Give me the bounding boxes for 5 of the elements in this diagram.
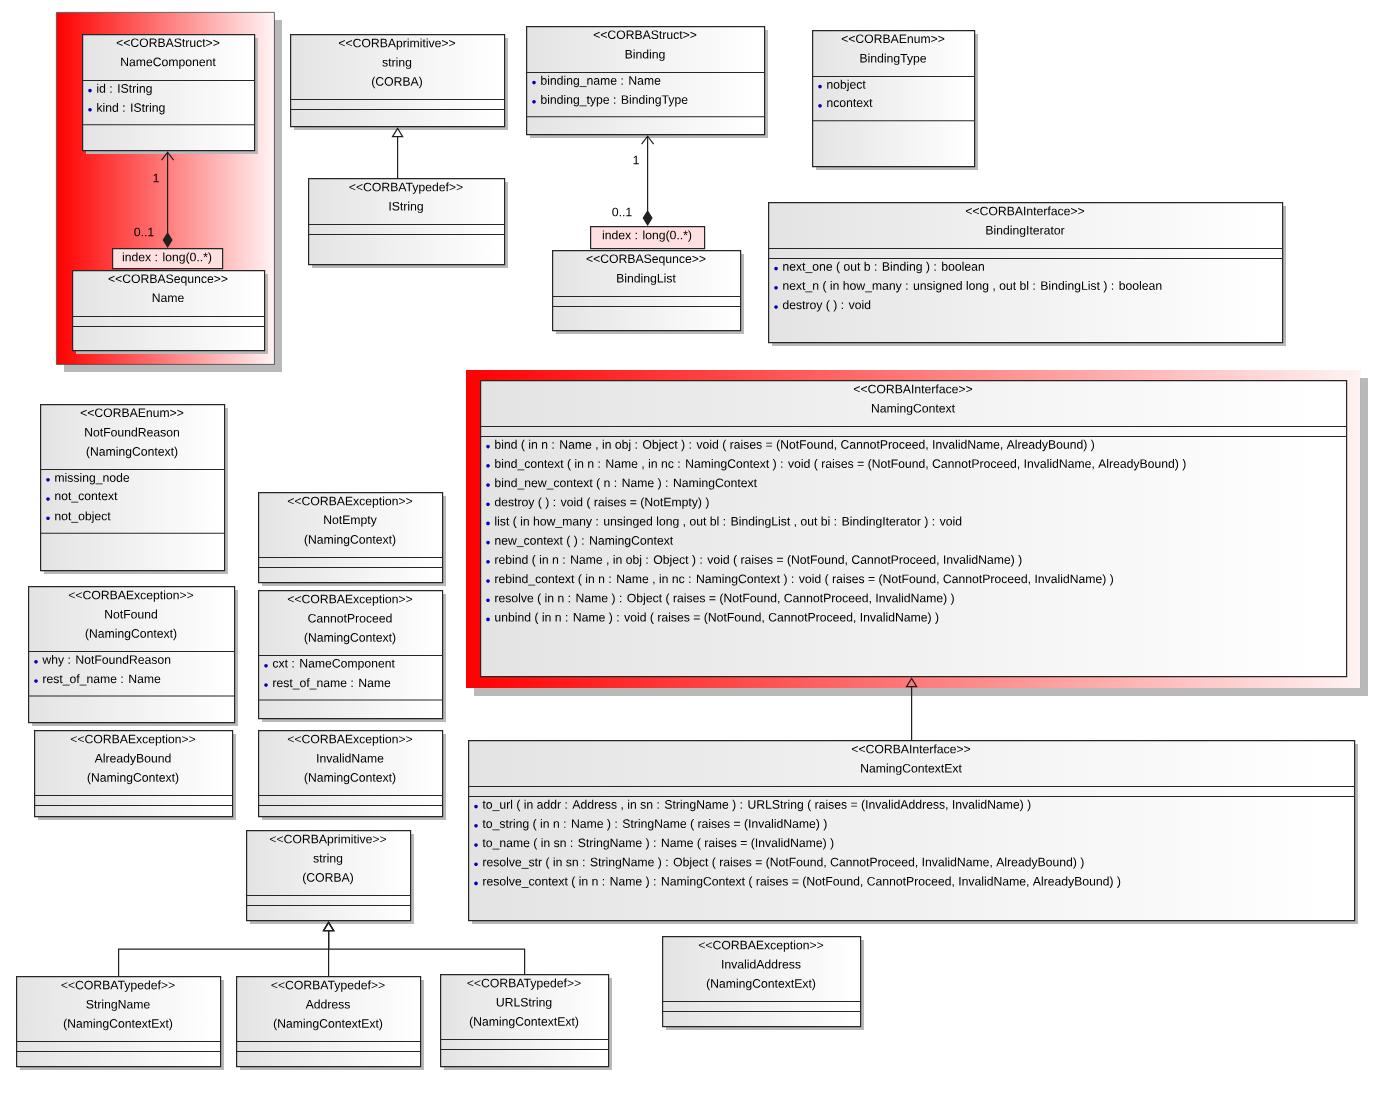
connector-arrow: [161, 151, 175, 248]
connector-arrow: [322, 921, 526, 975]
connector-arrow: [641, 135, 655, 226]
connector-arrow: [391, 127, 404, 179]
connector-arrow: [905, 677, 918, 741]
